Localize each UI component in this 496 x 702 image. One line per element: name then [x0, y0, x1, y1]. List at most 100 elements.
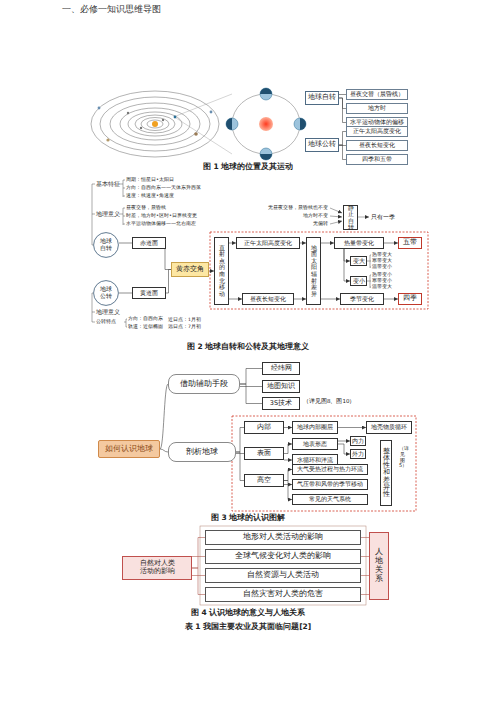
concept-box: 地图知识 — [262, 380, 300, 393]
topic-box: 地形对人类活动的影响 — [205, 530, 361, 545]
concept-box: 3S技术 — [262, 397, 300, 410]
connector — [361, 537, 369, 538]
concept-box: 高空 — [244, 474, 284, 487]
node-text: 气压带和风带的季节移动 — [297, 481, 363, 487]
connector — [294, 299, 306, 300]
node-text: 如何认识地球 — [105, 445, 153, 454]
connector — [284, 460, 292, 461]
item-box: 四季和五带 — [346, 154, 408, 165]
note-text: 远日点：7月初 — [168, 324, 201, 329]
note-text: 热带变大 — [372, 252, 392, 257]
connector — [284, 470, 292, 481]
node-text: 黄赤交角 — [176, 266, 204, 273]
earth-night-side — [260, 88, 272, 94]
node-text: 地图知识 — [267, 383, 295, 390]
bracket — [367, 255, 371, 268]
planet-dot — [98, 107, 101, 110]
concept-box: 季节变化 — [340, 293, 384, 305]
node-text: 黄道面 — [140, 290, 158, 297]
dashed-frame — [232, 416, 416, 511]
circle-outline-shape — [94, 281, 119, 306]
concept-box: 表面 — [244, 447, 284, 460]
node-text: 地球公转 — [100, 286, 112, 299]
earth-night-side — [300, 118, 306, 130]
concept-box: 变小 — [350, 276, 367, 286]
node-text: 静止自转 — [345, 205, 356, 229]
planet-dot — [162, 119, 164, 121]
node-text: 正午太阳高度变化 — [244, 240, 292, 247]
node-text: 外力 — [352, 451, 364, 457]
note-text: 方向：自西向东 — [128, 316, 163, 322]
branch-label: 地理意义 — [96, 309, 120, 315]
connector — [361, 575, 369, 576]
concept-box: 直射点的南北移动 — [214, 237, 229, 305]
rounded-box: 借助辅助手段 — [168, 374, 240, 394]
note-text: 速度：线速度•角速度 — [126, 193, 174, 199]
node-text: 直射点的南北移动 — [219, 245, 225, 298]
connector — [160, 449, 168, 452]
bracket — [367, 275, 371, 288]
note-text: 昼夜交替，晨昏线 — [126, 205, 166, 211]
connector — [192, 556, 205, 557]
table-caption: 表 1 我国主要农业及其面临问题[2] — [98, 623, 398, 632]
note-text: 寒带变小 — [372, 278, 392, 283]
theme-box: 自然对人类活动的影响 — [122, 556, 192, 580]
earth-night-side — [226, 118, 232, 130]
highlight-box: 黄赤交角 — [171, 262, 209, 277]
node-text: 地方时 — [368, 105, 386, 111]
node-text: 热量带变化 — [344, 240, 374, 247]
planet-dot — [140, 127, 142, 129]
node-text: 自然资源与人类活动 — [247, 571, 319, 579]
node-text: 五带 — [403, 239, 417, 246]
branch-label: 公转特点 — [96, 319, 116, 325]
concept-circle: 地球自转 — [93, 232, 119, 258]
branch-label: 基本特征 — [96, 181, 120, 187]
connector — [192, 568, 205, 595]
connector — [284, 444, 292, 454]
connector — [339, 98, 346, 123]
node-text: 地形对人类活动的影响 — [243, 533, 323, 541]
node-text: 赤道面 — [140, 240, 158, 247]
concept-box: 热量带变化 — [334, 237, 384, 249]
concept-box: 地球公转 — [305, 138, 339, 152]
node-text: 地面太阳辐射差异 — [311, 245, 317, 298]
item-box: 昼夜交替（晨昏线） — [346, 89, 408, 100]
leader-arrow — [330, 221, 342, 224]
node-text: 经纬网 — [271, 365, 292, 372]
sun-symbol — [259, 117, 273, 131]
connector — [240, 384, 262, 404]
node-text: 人地关系 — [375, 548, 383, 583]
note-text: 无偏转 — [228, 221, 328, 227]
theme-box: 人地关系 — [369, 532, 389, 600]
branch-label: 地理意义 — [96, 211, 120, 217]
item-box: 地方时 — [346, 103, 408, 114]
zoom-line — [176, 94, 232, 116]
earth-orbit — [232, 94, 300, 154]
node-text: 高空 — [257, 477, 271, 484]
connector — [321, 299, 340, 300]
connector — [240, 386, 262, 387]
note-text: （详见图5） — [399, 446, 405, 469]
node-text: 自然对人类活动的影响 — [140, 560, 175, 575]
node-text: 表面 — [257, 450, 271, 457]
connector — [339, 132, 346, 146]
concept-box: 黄道面 — [132, 287, 166, 299]
node-text: 地球内部圈层 — [297, 424, 333, 431]
node-text: 季节变化 — [350, 296, 374, 303]
zoom-line — [176, 118, 232, 154]
planet-orbit — [135, 115, 175, 133]
planet-orbit — [120, 108, 190, 140]
tree-line — [92, 184, 95, 245]
leader-arrow — [330, 216, 342, 217]
figure-caption: 图 1 地球的位置及其运动 — [148, 163, 348, 172]
note-text: 只有一季 — [371, 214, 395, 220]
connector — [240, 369, 262, 385]
node-text: 地球自转 — [308, 94, 336, 101]
concept-box: 常见的天气系统 — [292, 494, 368, 505]
note-text: 温带变小 — [372, 264, 392, 269]
note-text: 热带变小 — [372, 272, 392, 277]
topic-box: 自然灾害对人类的危害 — [205, 587, 361, 602]
concept-box: 内力 — [350, 436, 366, 446]
concept-box: 整体性和差异性 — [380, 440, 392, 506]
